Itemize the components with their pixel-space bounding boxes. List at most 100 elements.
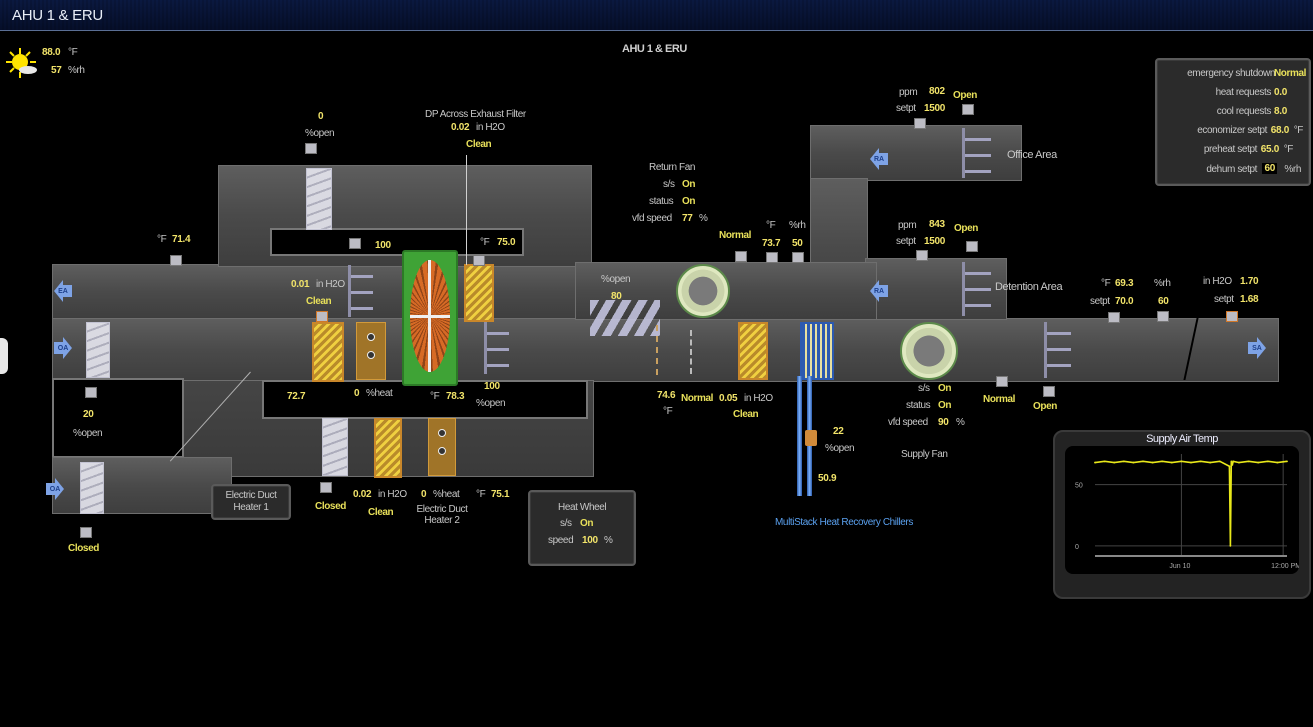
- chillers-link[interactable]: MultiStack Heat Recovery Chillers: [775, 517, 913, 528]
- emergency-shutdown-label: emergency shutdown: [1187, 68, 1275, 79]
- data-point: [1122, 460, 1125, 463]
- data-point: [1231, 464, 1234, 466]
- outside-air-damper[interactable]: [86, 322, 110, 378]
- exhaust-damper[interactable]: [306, 168, 332, 230]
- exhaust-air-arrow-icon: EA: [54, 280, 72, 302]
- oa-filter: [312, 322, 344, 382]
- heater1-callout-label: Electric Duct Heater 1: [225, 490, 277, 513]
- supply-static-sensor: [1226, 311, 1238, 322]
- data-point: [1132, 461, 1135, 464]
- inner-damper-value: 100: [375, 240, 391, 251]
- heater1-callout: Electric Duct Heater 1: [211, 484, 291, 520]
- data-point: [1257, 461, 1260, 464]
- data-point: [1142, 460, 1144, 463]
- supply-temp-value: 69.3: [1115, 278, 1134, 289]
- wheel-exhaust-temp-sensor: [473, 255, 485, 266]
- heat-wheel-speed-label: speed: [548, 535, 574, 546]
- preheat-setpt-value[interactable]: 65.0: [1260, 144, 1280, 155]
- lower-damper[interactable]: [322, 418, 348, 476]
- emergency-shutdown-value[interactable]: Normal: [1273, 68, 1306, 79]
- data-point: [1228, 465, 1231, 468]
- side-panel-handle[interactable]: [0, 338, 8, 374]
- return-rh-unit: %rh: [789, 220, 806, 231]
- oa-damper-unit: %open: [73, 428, 103, 439]
- bypass-damper-value: 100: [484, 381, 500, 392]
- oa-damper-2-actuator: [80, 527, 92, 538]
- return-damper-unit: %open: [601, 274, 631, 285]
- economizer-setpt-value[interactable]: 68.0: [1270, 125, 1290, 136]
- exhaust-filter: [464, 264, 494, 322]
- supply-smoke-damper[interactable]: [1044, 322, 1071, 378]
- supply-static-setpt-value[interactable]: 1.68: [1240, 294, 1259, 305]
- detention-damper-actuator: [966, 241, 978, 252]
- inner-damper[interactable]: [348, 265, 373, 317]
- final-filter-status: Clean: [733, 409, 759, 420]
- bypass-damper[interactable]: [484, 322, 509, 374]
- heat-wheel[interactable]: [402, 250, 458, 386]
- outside-air-damper-2[interactable]: [80, 462, 104, 514]
- return-fan-status-value: On: [682, 196, 696, 207]
- detention-return-arrow-icon: RA: [870, 280, 888, 302]
- detention-setpt-value[interactable]: 1500: [924, 236, 946, 247]
- detention-ppm-label: ppm: [898, 220, 917, 231]
- electric-duct-heater-2: [428, 418, 456, 476]
- return-fan-status-label: status: [649, 196, 674, 207]
- office-setpt-value[interactable]: 1500: [924, 103, 946, 114]
- data-point: [1238, 461, 1240, 464]
- data-point: [1161, 460, 1164, 463]
- chart-title: Supply Air Temp: [1146, 433, 1218, 445]
- oa-filter-value: 0.01: [291, 279, 310, 290]
- supply-static-setpt-label: setpt: [1214, 294, 1234, 305]
- outdoor-rh-value: 57: [51, 65, 62, 76]
- office-setpt-label: setpt: [896, 103, 916, 114]
- chw-valve-unit: %open: [825, 443, 855, 454]
- return-fan-ss-label: s/s: [663, 179, 675, 190]
- detention-area-label: Detention Area: [995, 281, 1063, 293]
- data-point: [1276, 461, 1279, 464]
- supply-temp-setpt-value[interactable]: 70.0: [1115, 296, 1134, 307]
- office-area-damper[interactable]: [962, 128, 991, 178]
- outdoor-rh-unit: %rh: [68, 65, 85, 76]
- oa-filter-status: Clean: [306, 296, 332, 307]
- detention-area-damper[interactable]: [962, 262, 991, 316]
- return-air-damper[interactable]: [590, 300, 660, 336]
- return-fan[interactable]: [676, 264, 730, 318]
- wheel-leaving-temp-unit: °F: [430, 391, 440, 402]
- return-fan-vfd-label: vfd speed: [632, 213, 672, 224]
- heat-wheel-ss-value[interactable]: On: [580, 518, 594, 529]
- data-point: [1286, 460, 1288, 463]
- dehum-setpt-value[interactable]: 60: [1262, 163, 1277, 174]
- data-point: [1199, 460, 1202, 463]
- exhaust-filter-value: 0.02: [451, 122, 470, 133]
- supply-damper-status: Open: [1033, 401, 1057, 412]
- economizer-setpt-label: economizer setpt: [1197, 125, 1267, 136]
- supply-fan[interactable]: [900, 322, 958, 380]
- final-filter-unit: in H2O: [744, 393, 773, 404]
- series-line-supply-air-temp: [1094, 460, 1288, 546]
- supply-fan-vfd-value: 90: [938, 417, 949, 428]
- bypass-damper-unit: %open: [476, 398, 506, 409]
- cool-requests-label: cool requests: [1216, 106, 1272, 117]
- return-damper-value: 80: [611, 291, 622, 302]
- freezestat-status: Normal: [681, 393, 714, 404]
- supply-fan-ss-value[interactable]: On: [938, 383, 952, 394]
- supply-fan-status-label: status: [906, 400, 931, 411]
- outside-air-duct-2: [52, 457, 232, 514]
- office-damper-status: Open: [953, 90, 977, 101]
- supply-temp-sensor: [1108, 312, 1120, 323]
- supply-smoke-detector: [996, 376, 1008, 387]
- lower-filter-status: Clean: [368, 507, 394, 518]
- supply-fan-ss-label: s/s: [918, 383, 930, 394]
- data-point: [1229, 544, 1232, 547]
- return-fan-ss-value[interactable]: On: [682, 179, 696, 190]
- chw-valve-value: 22: [833, 426, 844, 437]
- preheat-coil-icon: [656, 325, 670, 375]
- oa-damper-actuator: [85, 387, 97, 398]
- chw-valve-icon[interactable]: [805, 430, 817, 446]
- data-point: [1094, 461, 1096, 464]
- data-point: [1218, 460, 1221, 463]
- exhaust-temp-unit: °F: [157, 234, 167, 245]
- supply-rh-sensor: [1157, 311, 1169, 322]
- preheat-temp-value: 72.7: [287, 391, 306, 402]
